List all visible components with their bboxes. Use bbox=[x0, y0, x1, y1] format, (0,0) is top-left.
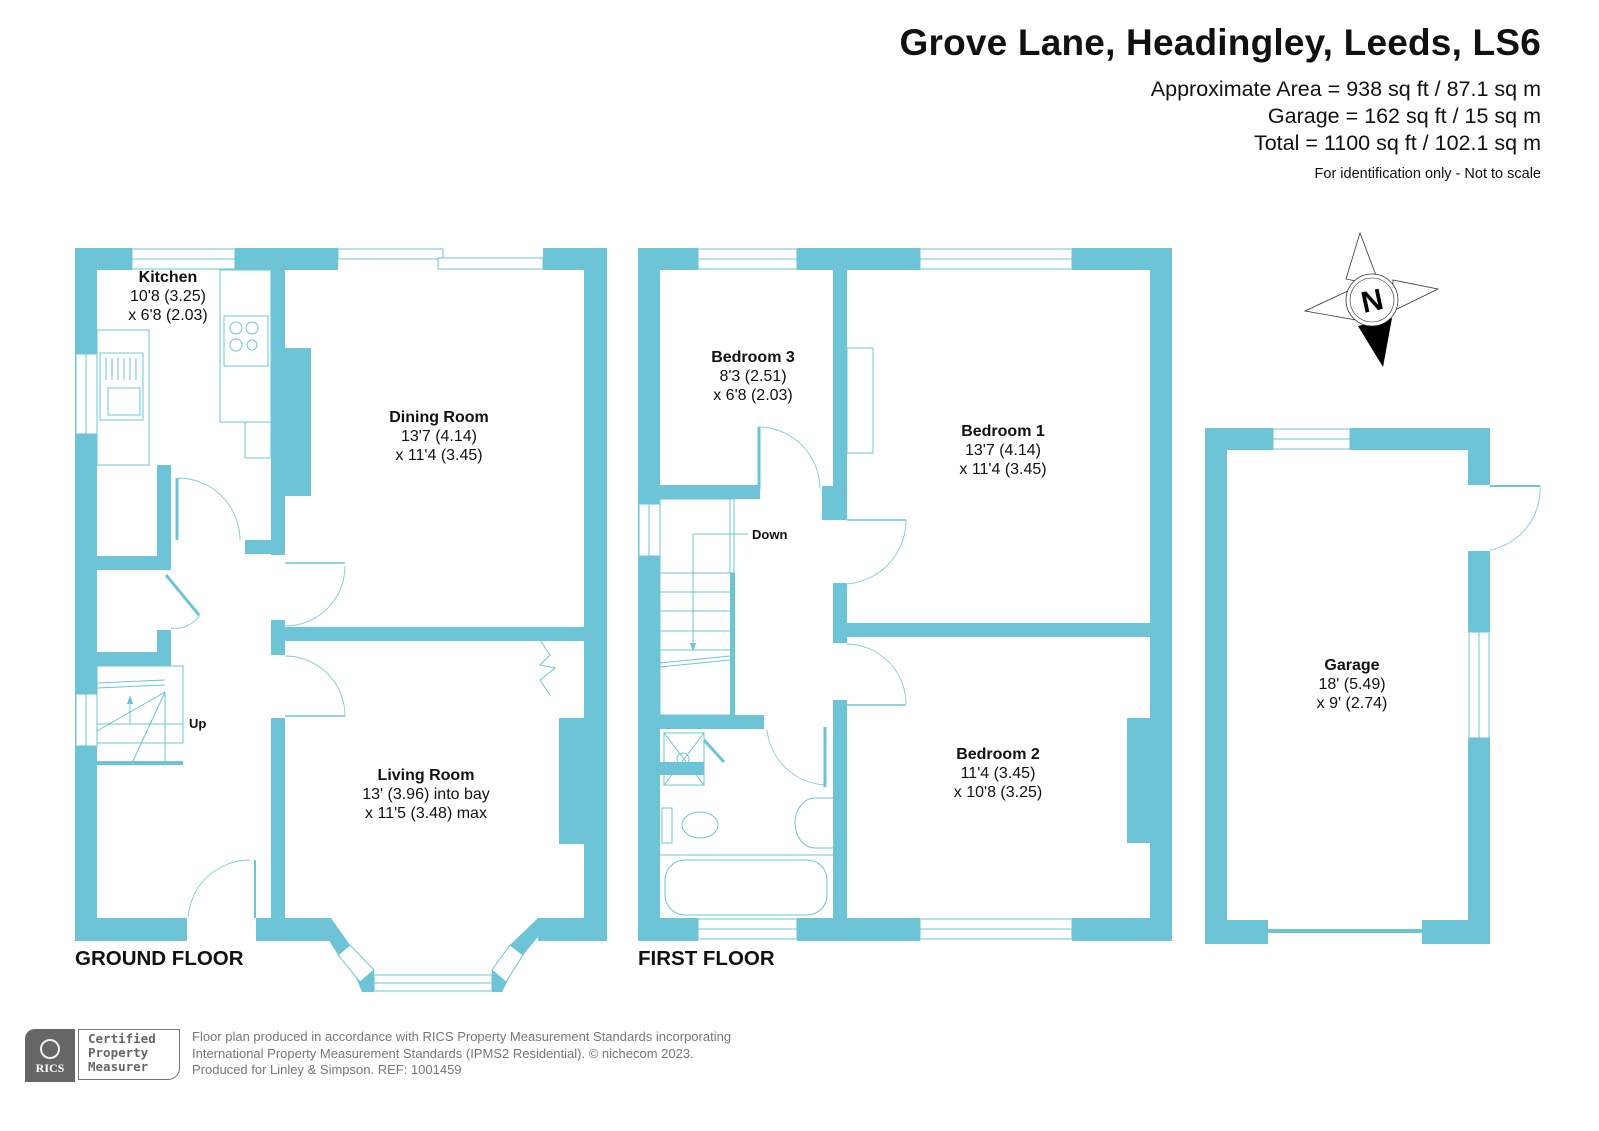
room-dining-room: Dining Room 13'7 (4.14) x 11'4 (3.45) bbox=[389, 409, 489, 464]
svg-text:13' (3.96) into bay: 13' (3.96) into bay bbox=[362, 786, 490, 803]
bathroom-door-icon bbox=[766, 729, 826, 786]
approximate-area: Approximate Area = 938 sq ft / 87.1 sq m bbox=[1150, 77, 1541, 101]
footer-disclaimer: Floor plan produced in accordance with R… bbox=[192, 1029, 731, 1079]
total-area: Total = 1100 sq ft / 102.1 sq m bbox=[1253, 131, 1541, 155]
svg-text:Bedroom 2: Bedroom 2 bbox=[956, 746, 1040, 763]
svg-text:Bedroom 3: Bedroom 3 bbox=[711, 349, 795, 366]
bathroom-fittings bbox=[660, 732, 833, 916]
svg-text:x 11'4 (3.45): x 11'4 (3.45) bbox=[395, 447, 482, 464]
kitchen-door-icon bbox=[177, 477, 241, 541]
scale-disclaimer: For identification only - Not to scale bbox=[1314, 166, 1541, 182]
garage-dim2: x 9' (2.74) bbox=[1317, 695, 1388, 712]
svg-text:11'4 (3.45): 11'4 (3.45) bbox=[961, 765, 1036, 782]
svg-text:x 11'5 (3.48) max: x 11'5 (3.48) max bbox=[365, 805, 487, 822]
stairs-down-label: Down bbox=[752, 527, 787, 542]
property-title: Grove Lane, Headingley, Leeds, LS6 bbox=[899, 22, 1541, 63]
svg-text:x 10'8 (3.25): x 10'8 (3.25) bbox=[954, 784, 1042, 801]
rics-certified-badge: RICS Certified Property Measurer bbox=[25, 1029, 182, 1082]
footer-line-2: International Property Measurement Stand… bbox=[192, 1045, 694, 1061]
room-living-room: Living Room 13' (3.96) into bay x 11'5 (… bbox=[362, 767, 490, 822]
svg-text:x 6'8 (2.03): x 6'8 (2.03) bbox=[128, 307, 208, 324]
garage-door bbox=[1268, 929, 1422, 933]
svg-text:13'7 (4.14): 13'7 (4.14) bbox=[401, 428, 477, 445]
hob-icon bbox=[223, 315, 269, 367]
svg-text:x 11'4 (3.45): x 11'4 (3.45) bbox=[959, 461, 1046, 478]
garage-name: Garage bbox=[1324, 657, 1379, 674]
dining-window bbox=[337, 248, 444, 260]
living-door-icon bbox=[284, 655, 346, 717]
first-floor-plan: Down Bedroom 3 8'3 (2.51) x 6'8 (2.03) B… bbox=[638, 248, 1172, 970]
room-bedroom-2: Bedroom 2 11'4 (3.45) x 10'8 (3.25) bbox=[954, 746, 1042, 801]
garage-dim1: 18' (5.49) bbox=[1318, 676, 1385, 693]
bath-icon bbox=[664, 859, 828, 916]
toilet-icon bbox=[681, 811, 719, 839]
room-bedroom-1: Bedroom 1 13'7 (4.14) x 11'4 (3.45) bbox=[959, 423, 1046, 478]
certified-measurer-text: Certified Property Measurer bbox=[78, 1029, 180, 1080]
svg-text:8'3 (2.51): 8'3 (2.51) bbox=[719, 368, 786, 385]
dining-door-icon bbox=[284, 565, 346, 627]
bedroom2-door-icon bbox=[846, 643, 907, 705]
north-compass-icon: N bbox=[1303, 231, 1440, 367]
garage-side-door-icon bbox=[1489, 485, 1541, 551]
basin-icon bbox=[794, 797, 833, 849]
svg-text:Dining Room: Dining Room bbox=[389, 409, 489, 426]
svg-text:Living Room: Living Room bbox=[378, 767, 475, 784]
stairs-up-label: Up bbox=[189, 716, 206, 731]
bedroom3-door-icon bbox=[757, 426, 821, 490]
svg-text:10'8 (3.25): 10'8 (3.25) bbox=[130, 288, 206, 305]
svg-text:13'7 (4.14): 13'7 (4.14) bbox=[965, 442, 1041, 459]
garage-area: Garage = 162 sq ft / 15 sq m bbox=[1267, 104, 1541, 128]
ground-floor-plan: Up Kitchen 10'8 (3.25) x 6'8 (2.03) Dini… bbox=[75, 248, 607, 992]
sink-icon bbox=[99, 352, 144, 421]
shower-icon bbox=[663, 732, 705, 786]
bedroom1-door-icon bbox=[846, 519, 907, 585]
front-door-icon bbox=[187, 859, 251, 919]
room-bedroom-3: Bedroom 3 8'3 (2.51) x 6'8 (2.03) bbox=[711, 349, 795, 404]
footer-line-1: Floor plan produced in accordance with R… bbox=[192, 1029, 732, 1044]
ground-floor-label: GROUND FLOOR bbox=[75, 947, 244, 970]
first-floor-label: FIRST FLOOR bbox=[638, 947, 775, 970]
garage-plan: Garage 18' (5.49) x 9' (2.74) bbox=[1205, 428, 1541, 944]
stairs-up: Up bbox=[96, 665, 206, 765]
svg-text:x 6'8 (2.03): x 6'8 (2.03) bbox=[713, 387, 793, 404]
footer-line-3: Produced for Linley & Simpson. REF: 1001… bbox=[192, 1062, 462, 1077]
svg-text:Bedroom 1: Bedroom 1 bbox=[961, 423, 1045, 440]
rics-logo-icon: RICS bbox=[25, 1029, 75, 1082]
svg-text:Kitchen: Kitchen bbox=[139, 269, 198, 286]
room-kitchen: Kitchen 10'8 (3.25) x 6'8 (2.03) bbox=[128, 269, 208, 324]
stairs-down: Down bbox=[659, 498, 787, 716]
